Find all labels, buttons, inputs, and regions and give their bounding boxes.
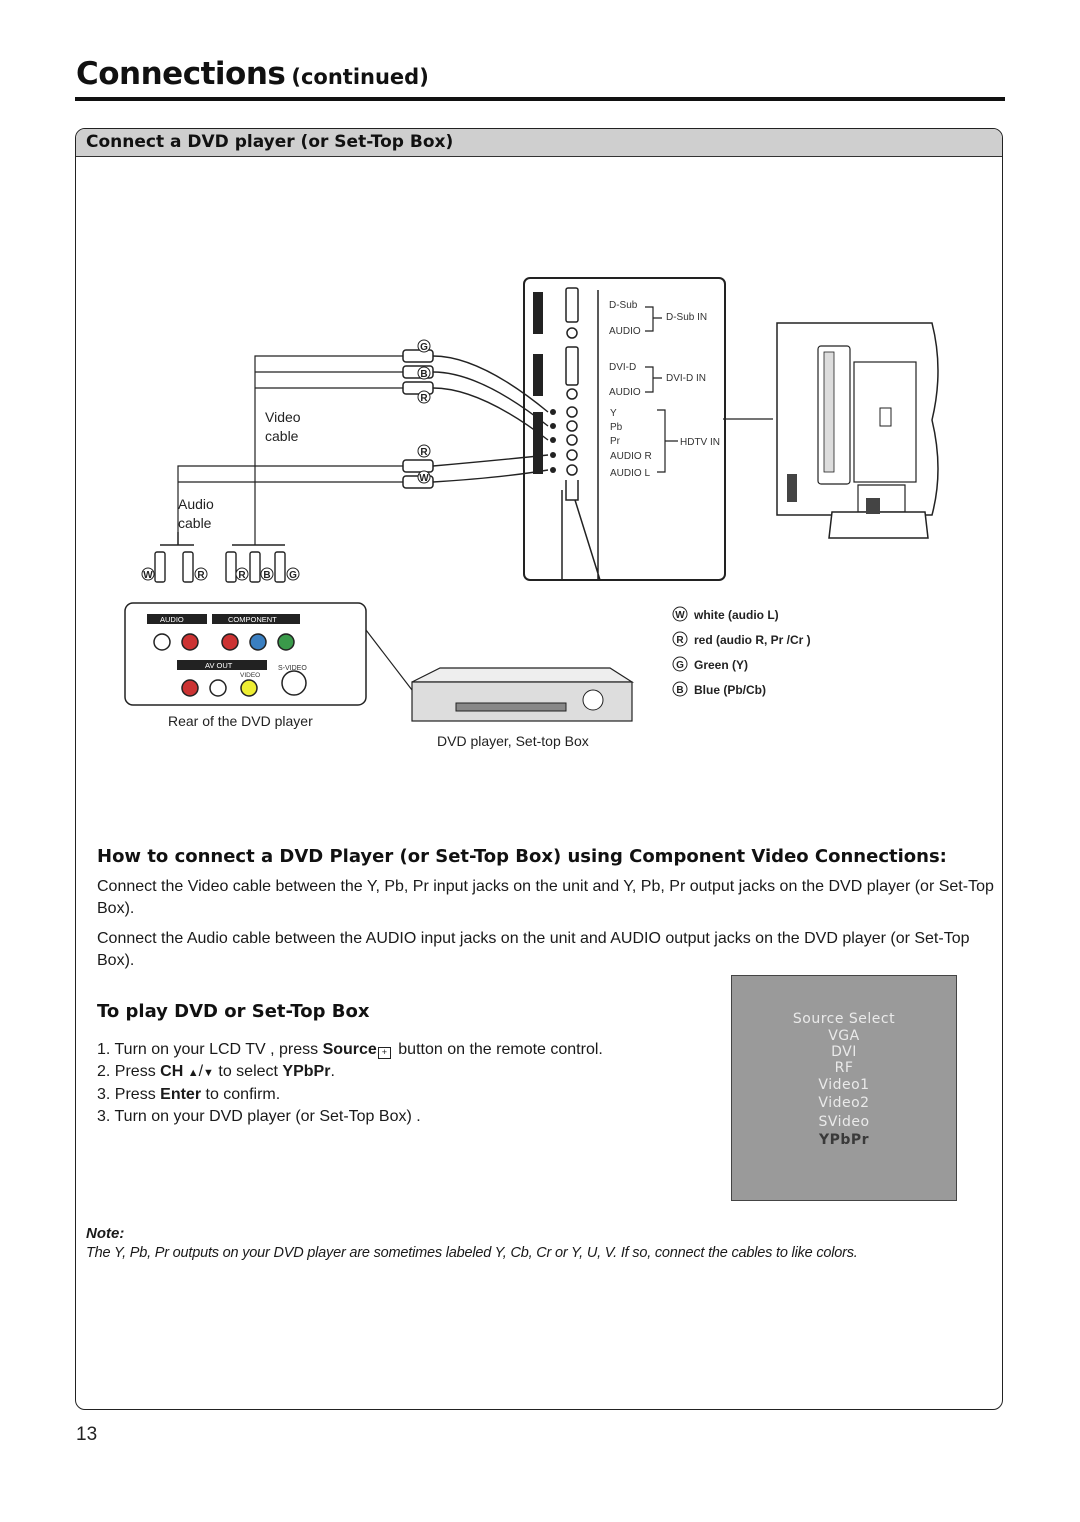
svg-text:W: W — [143, 570, 153, 581]
dvd-audio-label: AUDIO — [160, 615, 184, 624]
label-audio-2: AUDIO — [609, 387, 641, 398]
dvd-rear-panel — [124, 602, 413, 706]
svg-text:W: W — [675, 610, 685, 621]
svg-text:R: R — [420, 447, 428, 458]
color-legend: W white (audio L) R red (audio R, Pr /Cr… — [672, 606, 811, 697]
svg-text:white (audio L): white (audio L) — [693, 608, 779, 622]
page-subtitle: (continued) — [291, 65, 429, 89]
video-cable-label-1: Video — [265, 409, 301, 425]
label-dvid: DVI-D — [609, 362, 636, 373]
dvd-component-label: COMPONENT — [228, 615, 277, 624]
label-hdtv-in: HDTV IN — [680, 437, 720, 448]
source-select-osd: Source Select VGA DVI RF Video1 Video2 S… — [731, 975, 957, 1201]
svg-text:G: G — [420, 342, 428, 353]
step-1: 1. Turn on your LCD TV , press Source+ b… — [97, 1041, 603, 1059]
play-steps: 1. Turn on your LCD TV , press Source+ b… — [97, 1039, 603, 1128]
note-label: Note: — [86, 1225, 125, 1242]
label-audio-r: AUDIO R — [610, 451, 652, 462]
svg-text:R: R — [676, 635, 684, 646]
label-pb: Pb — [610, 422, 623, 433]
section-title: Connect a DVD player (or Set-Top Box) — [86, 132, 454, 152]
rear-dvd-label: Rear of the DVD player — [168, 713, 313, 729]
osd-item-dvi[interactable]: DVI — [831, 1044, 857, 1060]
dvd-player-illustration — [411, 667, 635, 722]
tv-rear-illustration — [776, 322, 939, 539]
label-dsub-in: D-Sub IN — [666, 312, 707, 323]
dvd-video-label: VIDEO — [240, 672, 260, 679]
svg-text:B: B — [420, 369, 427, 380]
osd-item-svideo[interactable]: SVideo — [818, 1114, 870, 1130]
title-rule — [75, 97, 1005, 101]
osd-item-rf[interactable]: RF — [834, 1060, 854, 1076]
step-2: 2. Press CH ▲/▼ to select YPbPr. — [97, 1063, 335, 1080]
label-audio-1: AUDIO — [609, 326, 641, 337]
label-dvid-in: DVI-D IN — [666, 373, 706, 384]
dvd-label: DVD player, Set-top Box — [437, 733, 589, 749]
cable-plugs-dvd-end — [154, 532, 286, 583]
plug-letters-dvd: W R R B G — [141, 567, 300, 581]
connection-diagram: D-Sub D-Sub IN AUDIO DVI-D DVI-D IN AUDI… — [124, 277, 939, 749]
svg-text:W: W — [419, 473, 429, 484]
video-cable-label-2: cable — [265, 428, 299, 444]
osd-item-vga[interactable]: VGA — [828, 1028, 860, 1044]
svg-text:G: G — [676, 660, 684, 671]
svg-text:R: R — [238, 570, 246, 581]
cable-plugs-tv-end — [177, 349, 549, 545]
svg-text:R: R — [420, 393, 428, 404]
svg-text:Blue (Pb/Cb): Blue (Pb/Cb) — [694, 683, 766, 697]
audio-cable-label-1: Audio — [178, 496, 214, 512]
svg-text:B: B — [676, 685, 683, 696]
label-pr: Pr — [610, 436, 621, 447]
howto-title: How to connect a DVD Player (or Set-Top … — [97, 846, 947, 867]
howto-para-2: Connect the Audio cable between the AUDI… — [97, 930, 970, 969]
dvd-svideo-label: S-VIDEO — [278, 665, 307, 672]
step-4: 3. Turn on your DVD player (or Set-Top B… — [97, 1108, 421, 1125]
label-y: Y — [610, 408, 617, 419]
source-icon: + — [377, 1047, 391, 1059]
osd-item-video2[interactable]: Video2 — [818, 1095, 870, 1111]
svg-text:red (audio R, Pr /Cr ): red (audio R, Pr /Cr ) — [694, 633, 811, 647]
play-title: To play DVD or Set-Top Box — [97, 1001, 370, 1022]
svg-text:R: R — [197, 570, 205, 581]
svg-text:B: B — [263, 570, 270, 581]
step-3: 3. Press Enter to confirm. — [97, 1086, 281, 1103]
label-dsub: D-Sub — [609, 300, 638, 311]
page-number: 13 — [76, 1424, 98, 1445]
content-frame — [75, 128, 1003, 1410]
up-arrow-icon: ▲ — [187, 1067, 199, 1079]
howto-para-1: Connect the Video cable between the Y, P… — [97, 878, 994, 917]
down-arrow-icon: ▼ — [203, 1067, 214, 1079]
note-text: The Y, Pb, Pr outputs on your DVD player… — [86, 1245, 858, 1261]
section-bar — [76, 129, 1002, 157]
label-audio-l: AUDIO L — [610, 468, 650, 479]
svg-text:G: G — [289, 570, 297, 581]
page-title: Connections(continued) — [76, 56, 429, 92]
plug-letter-markers: G B R R W — [417, 339, 431, 484]
osd-title: Source Select — [792, 1011, 896, 1027]
audio-cable-label-2: cable — [178, 515, 212, 531]
osd-item-video1[interactable]: Video1 — [818, 1077, 870, 1093]
svg-text:Green (Y): Green (Y) — [694, 658, 748, 672]
osd-item-ypbpr[interactable]: YPbPr — [818, 1132, 870, 1148]
tv-side-panel — [523, 277, 773, 581]
dvd-av-out-label: AV OUT — [205, 661, 233, 670]
